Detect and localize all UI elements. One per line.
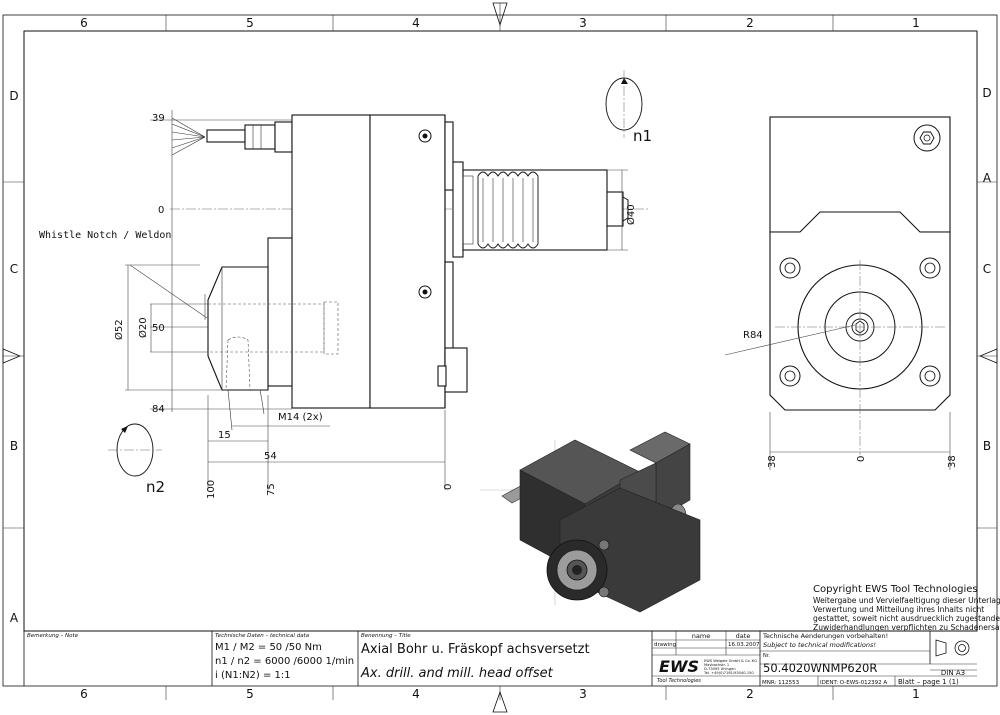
- col-label-bottom-2: 2: [746, 687, 754, 701]
- dim-38-right: 38: [947, 455, 958, 468]
- col-label-bottom-6: 6: [80, 687, 88, 701]
- row-label-left-d: D: [9, 89, 18, 103]
- row-label-right-c: C: [983, 262, 991, 276]
- moment-line: M1 / M2 = 50 /50 Nm: [215, 642, 322, 653]
- dim-r84: R84: [743, 330, 763, 341]
- dim-84: 84: [152, 404, 165, 415]
- title-label: Benennung – Title: [361, 633, 411, 639]
- col-date: date: [736, 632, 751, 640]
- col-name: name: [692, 632, 710, 640]
- side-view-dimensions: 39 0 50 84 Whistle Notch / Weldon Ø52 Ø2…: [39, 113, 652, 499]
- dim-dia40: Ø40: [625, 204, 637, 225]
- dim-39: 39: [152, 113, 165, 124]
- col-label-bottom-4: 4: [412, 687, 420, 701]
- sheet-page: Blatt – page 1 (1): [898, 678, 959, 686]
- dim-dia20: Ø20: [137, 317, 149, 338]
- front-screws: [779, 257, 941, 387]
- company-line-4: Tel. +49(0)7161/93040-150: [703, 671, 754, 675]
- whistle-notch-label: Whistle Notch / Weldon: [39, 230, 171, 241]
- col-label-top-1: 1: [912, 16, 920, 30]
- rotation-n2-label: n2: [146, 478, 165, 496]
- dim-15: 15: [218, 430, 231, 441]
- col-label-top-3: 3: [579, 16, 587, 30]
- company-line-1: EWS Weigele GmbH & Co. KG: [704, 659, 757, 663]
- speed-line: n1 / n2 = 6000 /6000 1/min: [215, 656, 354, 667]
- svg-text:EWS: EWS: [659, 657, 699, 676]
- dim-0-front: 0: [856, 456, 867, 462]
- front-view: [724, 116, 951, 470]
- dim-m14: M14 (2x): [278, 412, 323, 423]
- col-label-top-4: 4: [412, 16, 420, 30]
- copyright-line-2: Weitergabe und Vervielfaeltigung dieser …: [813, 596, 1000, 605]
- col-label-top-6: 6: [80, 16, 88, 30]
- remark-label: Bemerkung – Note: [27, 633, 79, 639]
- rotation-n2-icon: [108, 423, 162, 477]
- col-label-bottom-3: 3: [579, 687, 587, 701]
- dim-100: 100: [206, 480, 217, 499]
- col-label-bottom-5: 5: [246, 687, 254, 701]
- row-label-right-a: A: [983, 171, 992, 185]
- mnr: MNR: 112553: [762, 680, 800, 686]
- row-drawing: drawing: [654, 642, 676, 648]
- row-label-left-b: B: [10, 439, 18, 453]
- company-line-2: Maybachstr. 1: [704, 663, 729, 667]
- dim-0: 0: [158, 205, 164, 216]
- row-label-left-c: C: [10, 262, 18, 276]
- col-label-bottom-1: 1: [912, 687, 920, 701]
- copyright-line-3: Verwertung und Mitteilung ihres Inhalts …: [813, 605, 984, 614]
- row-label-right-d: D: [982, 86, 991, 100]
- row-label-right-b: B: [983, 439, 991, 453]
- row-label-left-a: A: [10, 611, 19, 625]
- ews-logo: EWS: [657, 657, 701, 676]
- title-german: Axial Bohr u. Fräskopf achsversetzt: [361, 642, 590, 657]
- side-view: [108, 70, 650, 490]
- projection-symbol-icon: [935, 639, 970, 657]
- ratio-line: i (N1:N2) = 1:1: [215, 670, 291, 681]
- sheet-format: DIN A3: [941, 669, 965, 677]
- title-english: Ax. drill. and mill. head offset: [360, 666, 554, 681]
- mods-english: Subject to technical modifications!: [763, 641, 876, 649]
- col-label-top-5: 5: [246, 16, 254, 30]
- logo-subtitle: Tool Technologies: [657, 678, 701, 684]
- rotation-n1-label: n1: [633, 127, 652, 145]
- title-block-text: Bemerkung – Note Technische Daten – tech…: [27, 632, 965, 686]
- isometric-render: [480, 431, 701, 613]
- mods-german: Technische Aenderungen vorbehalten!: [762, 632, 888, 640]
- company-line-3: D-73095 Uhingen: [704, 667, 736, 671]
- techdata-label: Technische Daten – technical data: [215, 633, 310, 639]
- drawing-date: 16.03.2007: [728, 642, 760, 648]
- zone-labels: 6 5 4 3 2 1 6 5 4 3 2 1 D C B A D C B A: [9, 16, 992, 701]
- dim-38-left: 38: [767, 455, 778, 468]
- part-number: 50.4020WNMP620R: [763, 661, 877, 675]
- dim-54: 54: [264, 451, 277, 462]
- front-view-dimensions: R84 38 0 38: [743, 330, 958, 468]
- copyright-line-4: gestattet, soweit nicht ausdruecklich zu…: [813, 614, 1000, 623]
- copyright-notice: Copyright EWS Tool Technologies Weiterga…: [813, 584, 1000, 632]
- ident: IDENT: O-EWS-012392 A: [820, 680, 887, 686]
- nr-label: Nr.: [763, 653, 770, 659]
- col-label-top-2: 2: [746, 16, 754, 30]
- dim-0-bottom: 0: [443, 484, 454, 490]
- copyright-line-5: Zuwiderhandlungen verpflichten zu Schade…: [813, 623, 1000, 632]
- dim-dia52: Ø52: [113, 319, 125, 340]
- dim-75: 75: [266, 483, 277, 496]
- dim-50: 50: [152, 323, 165, 334]
- title-block: EWS: [23, 631, 977, 686]
- rotation-n1-icon: [605, 70, 643, 138]
- copyright-title: Copyright EWS Tool Technologies: [813, 584, 978, 595]
